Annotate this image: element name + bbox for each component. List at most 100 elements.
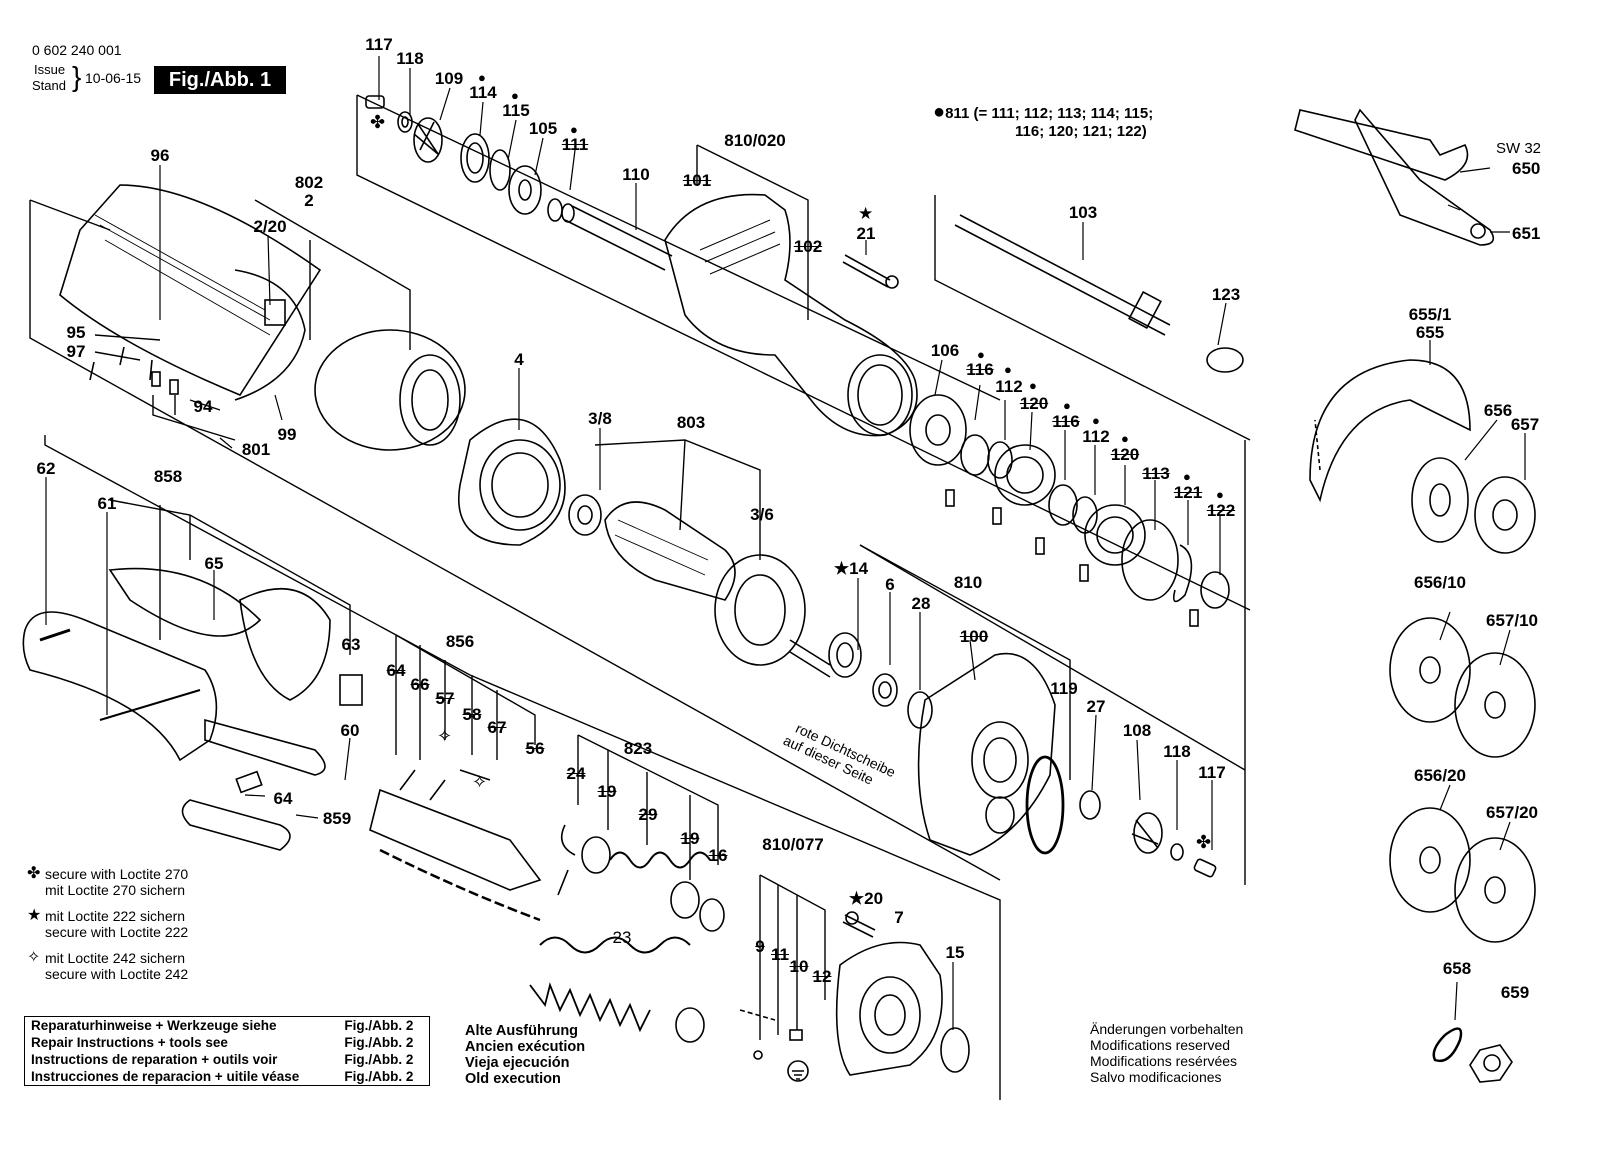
callout-650: 650 [1512, 159, 1541, 178]
gear-housing [828, 632, 1217, 878]
bullet-icon: ● [933, 101, 946, 123]
table-cell: Reparaturhinweise + Werkzeuge siehe [31, 1018, 277, 1033]
callout-20-text: 20 [864, 889, 884, 908]
callout-801: 801 [241, 440, 271, 459]
callout-122: 122 [1206, 501, 1236, 520]
callout-118: 118 [396, 49, 424, 68]
note-line: Vieja ejecución [465, 1055, 570, 1071]
callout-2-20: 2/20 [253, 217, 287, 236]
callout-656-20: 656/20 [1414, 766, 1466, 785]
star-icon: ★ [833, 559, 850, 578]
legend-line: secure with Loctite 222 [45, 924, 189, 940]
loctite-270-icon: ✤ [1196, 832, 1212, 852]
loctite-242-icon: ✧ [437, 726, 453, 746]
callout-56: 56 [525, 739, 545, 758]
bullet-icon: ● [478, 70, 486, 85]
loctite-242-icon: ✧ [27, 949, 41, 966]
callout-651: 651 [1512, 224, 1541, 243]
stand-label: Stand [32, 78, 66, 93]
callout-23: 23 [612, 928, 632, 947]
callout-63: 63 [341, 635, 361, 654]
bullet-icon: ● [1121, 431, 1129, 446]
old-execution-note: Alte Ausführung Ancien exécution Vieja e… [465, 1023, 585, 1087]
bullet-icon: ● [1183, 469, 1191, 484]
brace: } [72, 61, 82, 92]
kit-811-text1: 811 (= 111; 112; 113; 114; 115; [945, 105, 1154, 122]
bearing-stack [909, 394, 1230, 627]
callout-16: 16 [708, 846, 728, 865]
callout-657-20: 657/20 [1486, 803, 1538, 822]
callout-7: 7 [894, 908, 904, 927]
callout-62: 62 [36, 459, 56, 478]
callout-108: 108 [1122, 721, 1152, 740]
callout-656: 656 [1483, 401, 1513, 420]
callout-114: 114 [469, 83, 497, 102]
loctite-270-icon: ✤ [370, 112, 386, 132]
callout-110: 110 [622, 165, 650, 184]
callout-11: 11 [771, 945, 789, 964]
legend-line: mit Loctite 222 sichern [45, 908, 186, 924]
bullet-icon: ● [1063, 398, 1071, 413]
table-row: Reparaturhinweise + Werkzeuge siehe Fig./… [25, 1017, 430, 1035]
callout-10: 10 [789, 957, 809, 976]
callout-4: 4 [514, 350, 524, 369]
callout-61: 61 [97, 494, 117, 513]
figure-title: Fig./Abb. 1 [154, 66, 286, 94]
sw-label: SW 32 [1496, 140, 1542, 157]
callout-115: 115 [502, 101, 530, 120]
legend-line: secure with Loctite 270 [45, 866, 189, 882]
table-cell: Repair Instructions + tools see [31, 1035, 228, 1050]
issue-date: 10-06-15 [85, 70, 142, 86]
callout-19a: 19 [597, 782, 617, 801]
callout-3-6: 3/6 [750, 505, 774, 524]
callout-64a: 64 [386, 661, 406, 680]
legend-line: mit Loctite 270 sichern [45, 882, 186, 898]
legend-loctite-270: ✤ secure with Loctite 270 mit Loctite 27… [27, 866, 189, 899]
callout-96: 96 [150, 146, 170, 165]
callout-116a: 116 [966, 360, 994, 379]
callout-29: 29 [638, 805, 658, 824]
callout-856: 856 [445, 632, 475, 651]
kit-811-line2: 116; 120; 121; 122) [1015, 123, 1147, 140]
callout-100: 100 [959, 627, 989, 646]
callout-655: 655 [1415, 323, 1445, 342]
bullet-icon: ● [977, 347, 985, 362]
leader-lines [45, 56, 1526, 1030]
handle-group [22, 567, 331, 851]
callout-656-10: 656/10 [1414, 573, 1466, 592]
callout-95: 95 [66, 323, 86, 342]
callout-657: 657 [1510, 415, 1540, 434]
table-cell: Fig./Abb. 2 [344, 1018, 414, 1033]
brush-springs [529, 824, 725, 1043]
callout-28: 28 [911, 594, 931, 613]
callout-12: 12 [812, 967, 832, 986]
callout-657-10: 657/10 [1486, 611, 1538, 630]
callout-9: 9 [755, 937, 765, 956]
top-shaft-parts [365, 95, 1495, 437]
callout-64b: 64 [273, 789, 293, 808]
callout-121: 121 [1173, 483, 1203, 502]
legend-line: mit Loctite 242 sichern [45, 950, 186, 966]
callout-655-1: 655/1 [1408, 305, 1452, 324]
callout-27: 27 [1086, 697, 1106, 716]
note-line: Modifications reserved [1090, 1037, 1231, 1053]
table-cell: Instructions de reparation + outils voir [31, 1052, 278, 1067]
loctite-270-icon: ✤ [27, 865, 41, 882]
issue-label: Issue [34, 62, 66, 77]
callout-120b: 120 [1110, 445, 1140, 464]
callout-118b: 118 [1163, 742, 1191, 761]
callout-120a: 120 [1019, 394, 1049, 413]
star-icon: ★ [858, 204, 874, 223]
callout-3-8: 3/8 [588, 409, 612, 428]
table-cell: Fig./Abb. 2 [344, 1052, 414, 1067]
callout-97: 97 [66, 342, 86, 361]
callout-14-text: 14 [849, 559, 869, 578]
callout-659: 659 [1500, 983, 1530, 1002]
motor-housing [59, 184, 466, 451]
callout-6: 6 [885, 575, 895, 594]
note-line: Alte Ausführung [465, 1023, 579, 1039]
callout-20: ★20 [849, 890, 883, 907]
